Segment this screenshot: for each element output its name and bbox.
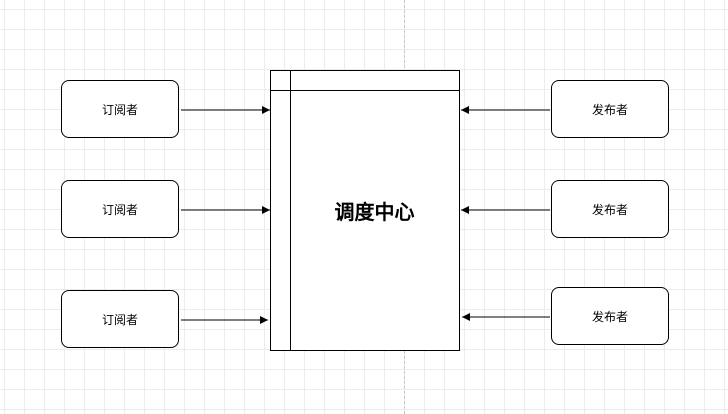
publisher-node-2[interactable]: 发布者: [551, 180, 669, 238]
publisher-node-1[interactable]: 发布者: [551, 80, 669, 138]
publisher-label: 发布者: [591, 102, 628, 117]
subscriber-node-3[interactable]: 订阅者: [61, 290, 179, 348]
dispatch-center-node[interactable]: 调度中心: [270, 70, 460, 351]
subscriber-label: 订阅者: [101, 202, 138, 217]
subscriber-label: 订阅者: [101, 312, 138, 327]
subscriber-node-2[interactable]: 订阅者: [61, 180, 179, 238]
center-label: 调度中心: [334, 200, 415, 224]
publisher-label: 发布者: [591, 309, 628, 324]
publisher-node-3[interactable]: 发布者: [551, 287, 669, 345]
subscriber-node-1[interactable]: 订阅者: [61, 80, 179, 138]
subscriber-label: 订阅者: [101, 102, 138, 117]
center-header-divider: [271, 90, 459, 91]
publisher-label: 发布者: [591, 202, 628, 217]
center-side-divider: [290, 71, 291, 350]
